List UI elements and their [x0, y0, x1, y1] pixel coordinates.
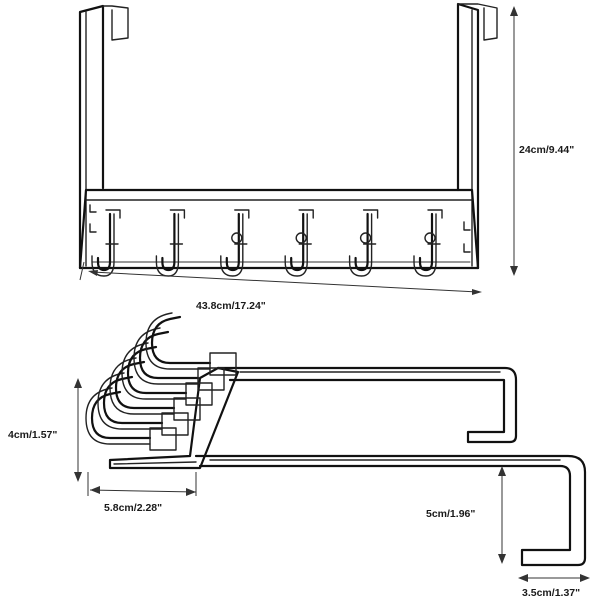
right-upright: [456, 2, 480, 270]
side-hook: [109, 357, 201, 421]
left-slots: [89, 204, 97, 233]
left-top-clip: [102, 5, 129, 41]
base-plate: [108, 366, 240, 470]
crossbar: [78, 188, 480, 270]
side-hook: [145, 312, 237, 376]
side-hook: [85, 387, 177, 451]
front-width-dimension: [79, 261, 482, 295]
front-hook: [348, 209, 379, 277]
lower-door-arm: [194, 454, 587, 567]
front-hook: [155, 209, 186, 277]
front-hook: [413, 209, 443, 277]
right-slots: [463, 221, 471, 253]
door-drop-label: 5cm/1.96": [426, 508, 475, 520]
front-hook: [284, 209, 314, 277]
right-top-clip: [457, 3, 498, 41]
front-height-label: 24cm/9.44": [519, 144, 574, 156]
upper-door-arm: [216, 366, 518, 444]
door-gap-label: 3.5cm/1.37": [522, 587, 580, 599]
front-hook: [91, 209, 121, 277]
hook-depth-label: 4cm/1.57": [8, 429, 57, 441]
door-gap-dimension: [518, 574, 590, 582]
side-hook: [97, 372, 189, 436]
side-hook: [121, 342, 213, 406]
front-view: [78, 2, 498, 277]
front-width-label: 43.8cm/17.24": [196, 300, 266, 312]
front-hook: [220, 209, 250, 277]
front-height-dimension: [510, 6, 518, 276]
left-upright: [78, 4, 105, 270]
side-view: [85, 312, 587, 567]
base-width-dimension: [87, 472, 197, 496]
hook-depth-dimension: [74, 378, 82, 482]
side-hook: [133, 327, 225, 391]
door-drop-dimension: [498, 466, 506, 564]
base-width-label: 5.8cm/2.28": [104, 502, 162, 514]
side-hooks: [85, 312, 237, 451]
front-hooks: [91, 209, 443, 277]
